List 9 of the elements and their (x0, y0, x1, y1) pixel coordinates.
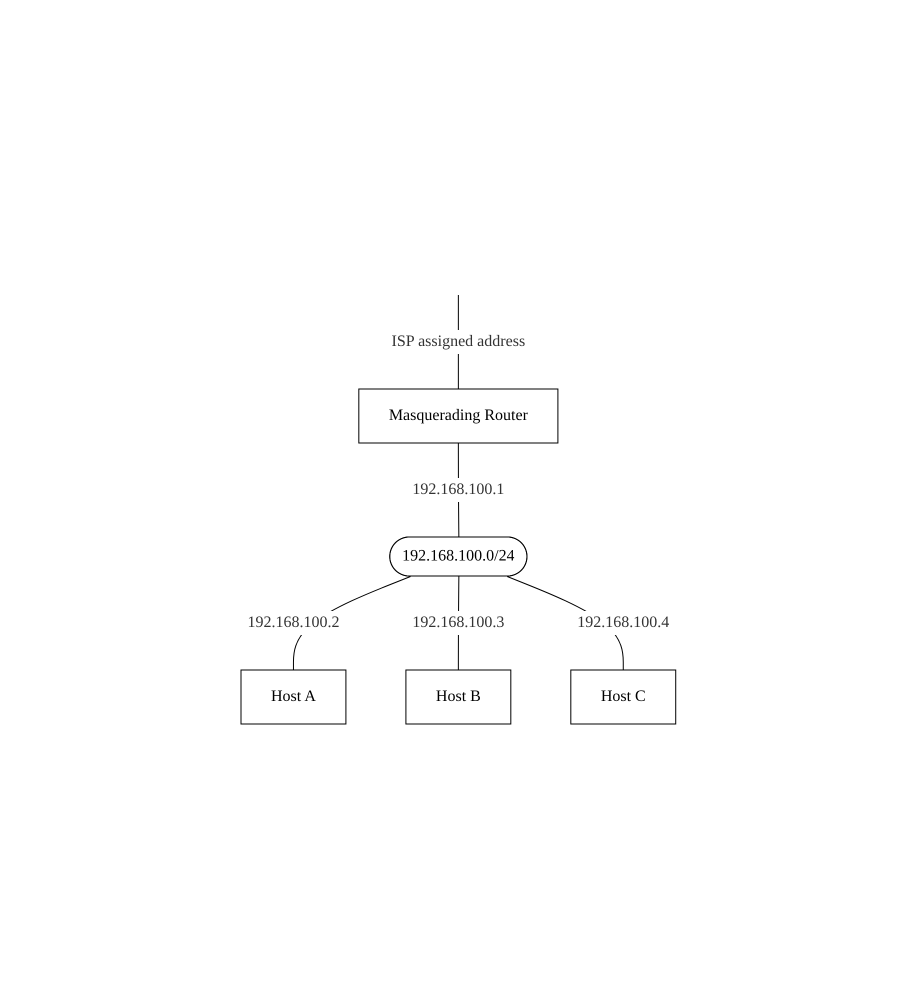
edge-label: ISP assigned address (391, 333, 525, 350)
edge-label: 192.168.100.1 (412, 481, 504, 498)
node-box: Host C (570, 670, 676, 724)
node-box: Host A (240, 670, 346, 724)
node-box: Host B (405, 670, 511, 724)
edge-label: 192.168.100.4 (576, 614, 669, 631)
edge-label: 192.168.100.2 (247, 614, 340, 631)
node-box: Masquerading Router (358, 388, 558, 444)
edge-label: 192.168.100.3 (412, 614, 504, 631)
